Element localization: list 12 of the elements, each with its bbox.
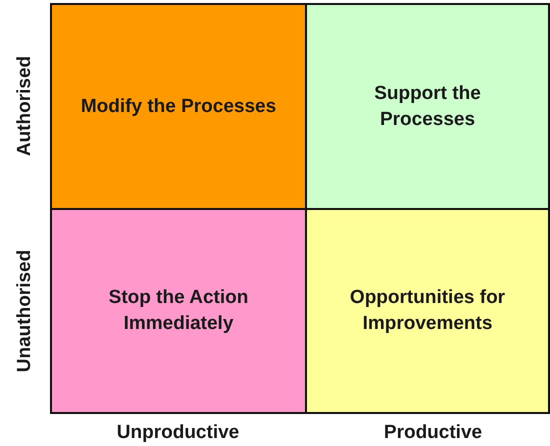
row-axis-label: Authorised: [14, 56, 36, 156]
quadrant-box: [305, 208, 550, 414]
quadrant-label: Support the Processes: [373, 82, 482, 132]
column-axis-label: Productive: [384, 422, 482, 444]
row-axis-label: Unauthorised: [14, 250, 36, 372]
quadrant-box: [305, 3, 550, 210]
quadrant-box: [50, 208, 307, 414]
quadrant-label: Opportunities for Improvements: [348, 286, 506, 336]
quadrant-box: [50, 3, 307, 210]
column-axis-label: Unproductive: [116, 422, 240, 444]
quadrant-label: Stop the Action Immediately: [108, 286, 250, 336]
quadrant-label: Modify the Processes: [80, 94, 276, 118]
